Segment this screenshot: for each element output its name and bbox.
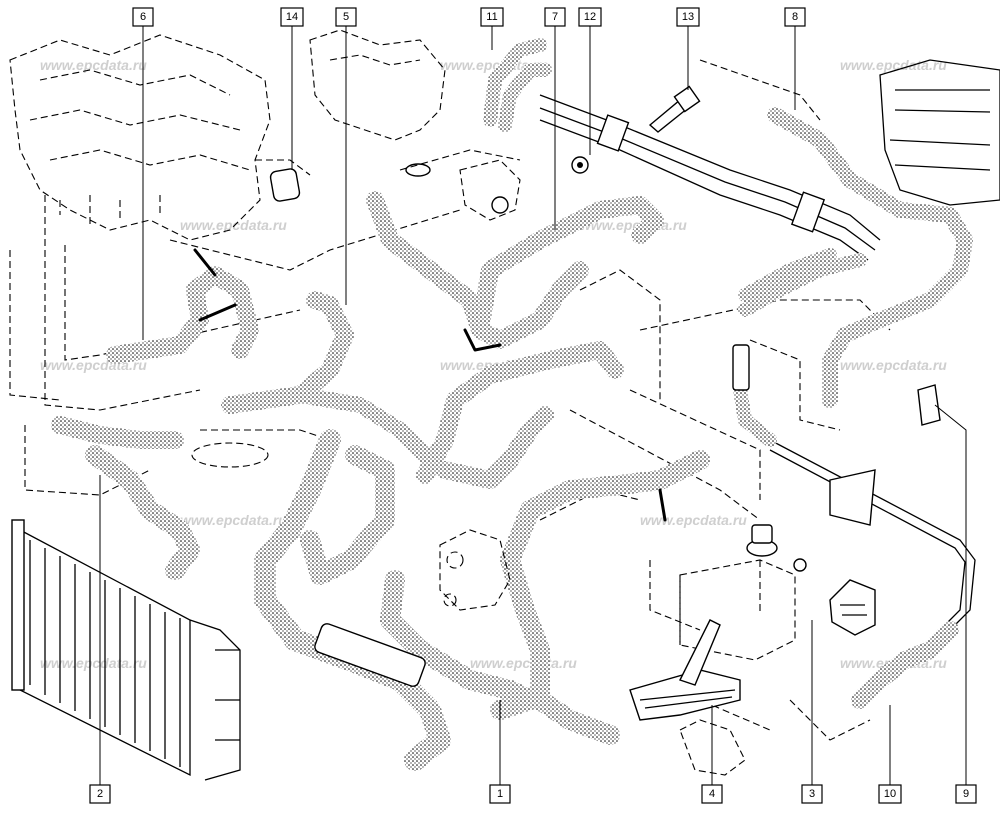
callout-9-label: 9: [963, 788, 969, 800]
callout-6-label: 6: [140, 11, 146, 23]
watermark-text: www.epcdata.ru: [180, 217, 287, 233]
callout-14: 14: [280, 7, 304, 27]
watermark-text: www.epcdata.ru: [640, 512, 747, 528]
watermark-text: www.epcdata.ru: [470, 655, 577, 671]
expansion-tank: [679, 524, 807, 661]
callout-labels: 6 14 5 11 7 12 13 8: [89, 7, 977, 804]
callout-12: 12: [578, 7, 602, 27]
callout-2-label: 2: [97, 788, 103, 800]
callout-8: 8: [784, 7, 806, 27]
hose-8: [767, 107, 973, 408]
watermark-text: www.epcdata.ru: [180, 512, 287, 528]
callout-12-label: 12: [584, 11, 596, 23]
hoses: [51, 38, 973, 771]
leader-lines: [99, 25, 967, 785]
bolt-part: [648, 85, 701, 133]
callout-5: 5: [335, 7, 357, 27]
hose-5: [221, 291, 438, 468]
callout-10-label: 10: [884, 788, 896, 800]
callout-4: 4: [701, 784, 723, 804]
callout-13-label: 13: [682, 11, 694, 23]
connector-clip: [917, 384, 941, 426]
callout-9: 9: [955, 784, 977, 804]
sensor-part: [459, 159, 521, 221]
callout-6: 6: [132, 7, 154, 27]
callout-11: 11: [480, 7, 504, 27]
callout-10: 10: [878, 784, 902, 804]
callout-8-label: 8: [792, 11, 798, 23]
bracket-part: [629, 619, 741, 721]
thermostat-housing: [309, 29, 446, 177]
callout-2: 2: [89, 784, 111, 804]
hose-7: [366, 191, 664, 352]
callout-3: 3: [801, 784, 823, 804]
sleeve-part: [269, 168, 301, 202]
callout-14-label: 14: [286, 11, 298, 23]
engine-block-outline: [9, 34, 271, 241]
heater-branch-hoses: [738, 248, 867, 317]
hose-6: [106, 248, 259, 364]
hose-1: [254, 429, 710, 771]
radiator: [11, 519, 241, 781]
watermark-text: www.epcdata.ru: [40, 655, 147, 671]
callout-7-label: 7: [552, 11, 558, 23]
hose-2: [51, 416, 200, 580]
hose-connector-pipe: [314, 623, 426, 687]
hose-11: [483, 38, 552, 132]
callout-3-label: 3: [809, 788, 815, 800]
washer-part: [571, 156, 589, 174]
clip-part: [829, 579, 876, 636]
metal-pipe: [769, 439, 976, 631]
air-box-outline: [879, 59, 1000, 206]
callout-1-label: 1: [497, 788, 503, 800]
ghost-components: [191, 442, 746, 776]
callout-7: 7: [544, 7, 566, 27]
hose-central: [416, 341, 624, 489]
heater-pipe-bundle: [539, 94, 881, 261]
watermark-text: www.epcdata.ru: [40, 57, 147, 73]
watermark-text: www.epcdata.ru: [840, 357, 947, 373]
callout-4-label: 4: [709, 788, 715, 800]
callout-1: 1: [489, 784, 511, 804]
callout-11-label: 11: [486, 11, 497, 23]
hose-10: [851, 621, 959, 709]
hose-short: [732, 344, 777, 447]
watermark-text: www.epcdata.ru: [440, 57, 547, 73]
callout-13: 13: [676, 7, 700, 27]
watermark-text: www.epcdata.ru: [840, 57, 947, 73]
callout-5-label: 5: [343, 11, 349, 23]
